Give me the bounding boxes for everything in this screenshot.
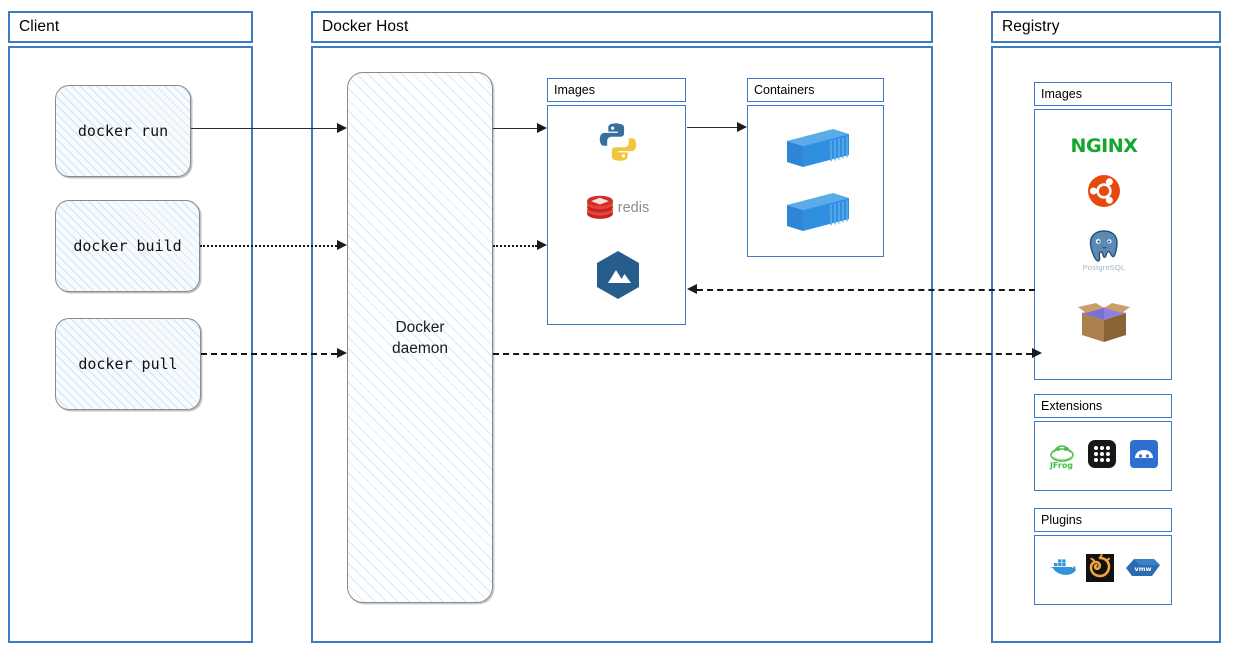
- package-box-icon: [1035, 290, 1173, 354]
- registry-plugins-body: vmw: [1034, 535, 1172, 605]
- docker-daemon-label: Docker daemon: [392, 317, 448, 359]
- registry-images-body: NGINX PostgreSQL: [1034, 109, 1172, 380]
- arrow-head-daemon-to-images-dotted: [537, 240, 547, 250]
- svg-text:vmw: vmw: [1134, 565, 1151, 573]
- ubuntu-logo: [1035, 170, 1173, 212]
- redis-wordmark: redis: [617, 200, 650, 216]
- containers-header: Containers: [747, 78, 884, 102]
- command-box-docker-pull[interactable]: docker pull: [55, 318, 201, 410]
- registry-panel-header: Registry: [991, 11, 1221, 43]
- arrow-head-run-to-daemon: [337, 123, 347, 133]
- snyk-logo-svg: [1129, 439, 1158, 468]
- container-icon-svg: [786, 129, 849, 167]
- registry-plugins-title: Plugins: [1041, 513, 1082, 527]
- jfrog-logo-svg: [1049, 445, 1074, 462]
- nginx-wordmark: NGINX: [1070, 135, 1138, 157]
- command-box-docker-run[interactable]: docker run: [55, 85, 191, 177]
- ubuntu-logo-svg: [1088, 175, 1120, 207]
- connector-images-to-containers: [687, 127, 737, 128]
- postgresql-wordmark: PostgreSQL: [1082, 262, 1126, 272]
- app-grid-icon-svg: [1088, 439, 1116, 468]
- grafana-logo-svg: [1086, 553, 1114, 582]
- arrow-head-pull-to-daemon: [337, 348, 347, 358]
- package-box-icon-svg: [1078, 303, 1130, 342]
- redis-logo-svg: [586, 195, 613, 219]
- nginx-logo: NGINX: [1035, 128, 1173, 164]
- containers-body: [747, 105, 884, 257]
- alpine-logo-svg: [596, 251, 639, 299]
- grafana-logo: [1086, 553, 1114, 587]
- jfrog-wordmark: JFrog: [1049, 461, 1074, 470]
- connector-daemon-to-images-dotted: [493, 245, 537, 247]
- registry-images-header: Images: [1034, 82, 1172, 106]
- docker-daemon-line1: Docker: [395, 318, 445, 336]
- container-icon: [748, 118, 885, 178]
- docker-whale-logo: [1045, 556, 1077, 585]
- vmware-logo: vmw: [1124, 554, 1162, 587]
- snyk-logo: [1129, 439, 1158, 473]
- registry-images-title: Images: [1041, 87, 1082, 101]
- python-logo: [548, 116, 687, 168]
- connector-daemon-to-images: [493, 128, 537, 129]
- registry-plugins-header: Plugins: [1034, 508, 1172, 532]
- redis-logo: redis: [548, 188, 687, 228]
- host-images-title: Images: [554, 83, 595, 97]
- docker-host-panel-title: Docker Host: [322, 18, 409, 35]
- connector-daemon-to-registry: [493, 353, 1032, 355]
- arrow-head-images-to-containers: [737, 122, 747, 132]
- arrow-head-registry-to-images: [687, 284, 697, 294]
- container-icon: [748, 182, 885, 242]
- command-label: docker pull: [78, 355, 178, 373]
- postgresql-logo: PostgreSQL: [1035, 222, 1173, 278]
- command-label: docker build: [73, 237, 182, 255]
- registry-panel-title: Registry: [1002, 18, 1060, 35]
- postgresql-logo-svg: [1089, 229, 1118, 262]
- vmware-logo-svg: vmw: [1125, 558, 1160, 576]
- docker-daemon-line2: daemon: [391, 339, 448, 357]
- arrow-head-daemon-to-registry: [1032, 348, 1042, 358]
- connector-run-to-daemon: [191, 128, 337, 129]
- jfrog-logo: JFrog: [1049, 442, 1075, 470]
- host-images-header: Images: [547, 78, 686, 102]
- client-panel-title: Client: [19, 18, 60, 35]
- docker-daemon-box[interactable]: Docker daemon: [347, 72, 493, 603]
- host-images-body: redis: [547, 105, 686, 325]
- python-logo-svg: [599, 123, 636, 161]
- client-panel-header: Client: [8, 11, 253, 43]
- connector-build-to-daemon: [200, 245, 337, 247]
- command-box-docker-build[interactable]: docker build: [55, 200, 200, 292]
- connector-registry-to-images: [697, 289, 1035, 291]
- registry-extensions-title: Extensions: [1041, 399, 1103, 413]
- connector-pull-to-daemon: [201, 353, 337, 355]
- command-label: docker run: [77, 122, 169, 140]
- arrow-head-build-to-daemon: [337, 240, 347, 250]
- containers-title: Containers: [754, 83, 815, 97]
- docker-whale-logo-svg: [1047, 558, 1076, 577]
- alpine-logo: [548, 248, 687, 302]
- registry-extensions-header: Extensions: [1034, 394, 1172, 418]
- app-grid-icon: [1088, 439, 1116, 473]
- docker-host-panel-header: Docker Host: [311, 11, 933, 43]
- arrow-head-daemon-to-images: [537, 123, 547, 133]
- container-icon-svg: [786, 193, 849, 231]
- registry-extensions-body: JFrog: [1034, 421, 1172, 491]
